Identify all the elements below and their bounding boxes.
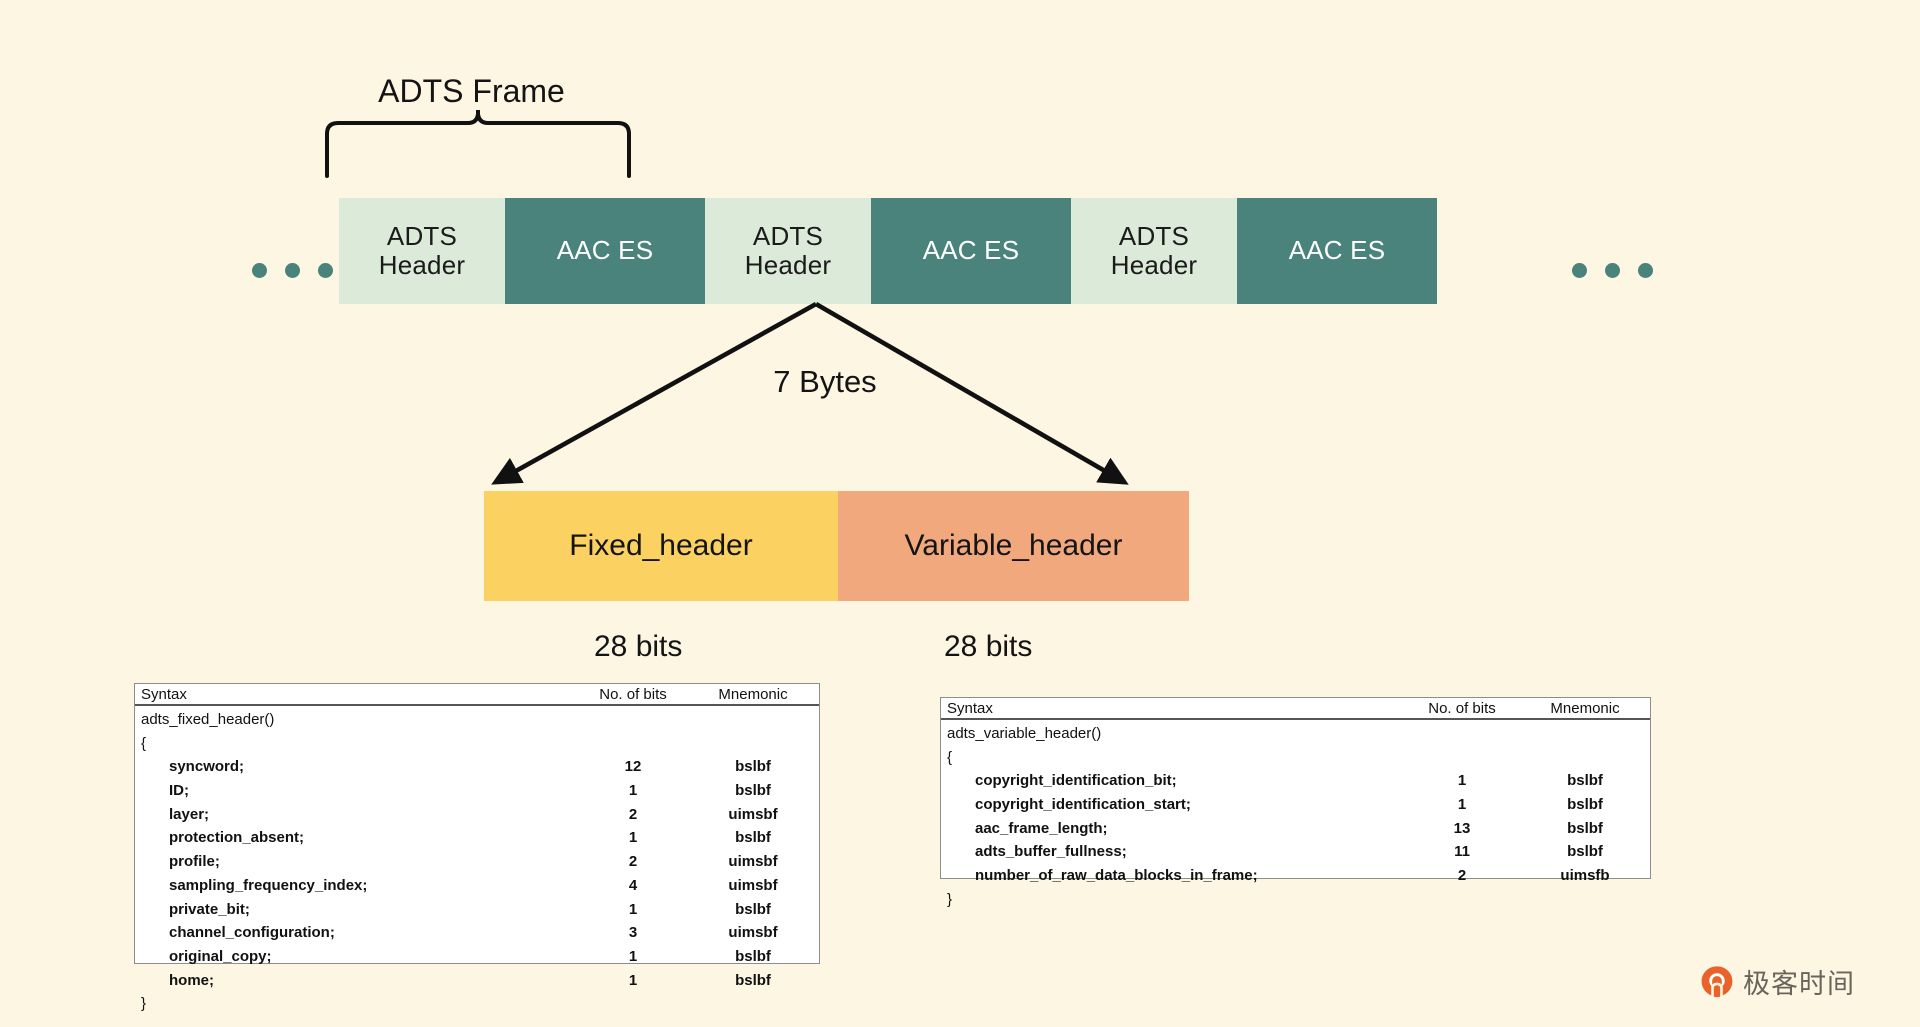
table-row: original_copy; 1 bslbf [169, 947, 771, 965]
table-row: syncword; 12 bslbf [169, 758, 771, 776]
table-row: private_bit; 1 bslbf [169, 900, 771, 918]
table-row: { [947, 746, 1644, 770]
ellipsis-dot [285, 263, 300, 278]
column-header-mnemonic: Mnemonic [718, 685, 788, 703]
table-row: adts_fixed_header() [141, 708, 813, 732]
table-row: } [141, 992, 813, 1016]
table-row: { [141, 732, 813, 756]
column-header-syntax: Syntax [947, 699, 993, 717]
geektime-logo-icon [1701, 965, 1733, 997]
close-brace: } [947, 890, 953, 908]
frame-brace-icon [325, 110, 631, 178]
table-row: sampling_frequency_index; 4 uimsbf [169, 876, 778, 894]
table-function-name: adts_variable_header() [947, 725, 1102, 742]
adts-fixed-header-syntax-table: Syntax No. of bits Mnemonic adts_fixed_h… [134, 683, 820, 1012]
column-header-syntax: Syntax [141, 685, 187, 703]
fixed-header-label: Fixed_header [569, 529, 753, 562]
table-row: home; 1 bslbf [169, 971, 771, 989]
stream-leading-ellipsis [252, 263, 333, 278]
adts-frame-label: ADTS Frame [378, 73, 565, 109]
ellipsis-dot [1605, 263, 1620, 278]
table-row: adts_buffer_fullness; 11 bslbf [975, 843, 1603, 861]
fixed-header-block: Fixed_header [484, 491, 838, 601]
table-row: } [947, 888, 1644, 912]
table-row: protection_absent; 1 bslbf [169, 829, 771, 847]
table-row: copyright_identification_bit; 1 bslbf [975, 772, 1603, 790]
column-header-bits: No. of bits [599, 685, 667, 703]
aac-es-block-3: AAC ES [1237, 198, 1437, 304]
geektime-logo-text: 极客时间 [1743, 969, 1855, 1000]
aac-es-block-2: AAC ES [871, 198, 1071, 304]
variable-header-bits-label: 28 bits [944, 630, 1033, 663]
open-brace: { [947, 748, 953, 766]
adts-variable-header-syntax-table: Syntax No. of bits Mnemonic adts_variabl… [940, 697, 1651, 908]
close-brace: } [141, 995, 147, 1013]
table-header-row: Syntax No. of bits Mnemonic [135, 684, 819, 706]
ellipsis-dot [318, 263, 333, 278]
table-row: adts_variable_header() [947, 722, 1644, 746]
geektime-logo: 极客时间 [1700, 962, 1855, 1001]
table-row: aac_frame_length; 13 bslbf [975, 819, 1603, 837]
adts-header-breakdown-bar: Fixed_header Variable_header [484, 491, 1189, 601]
table-row: layer; 2 uimsbf [169, 805, 778, 823]
column-header-bits: No. of bits [1428, 699, 1496, 717]
table-row: copyright_identification_start; 1 bslbf [975, 796, 1603, 814]
seven-bytes-label: 7 Bytes [773, 364, 877, 399]
table-row: ID; 1 bslbf [169, 782, 771, 800]
table-body: adts_fixed_header() { syncword; 12 bslbf… [135, 706, 819, 1016]
stream-trailing-ellipsis [1572, 263, 1653, 278]
open-brace: { [141, 734, 147, 752]
table-header-row: Syntax No. of bits Mnemonic [941, 698, 1650, 720]
table-row: number_of_raw_data_blocks_in_frame; 2 ui… [975, 867, 1610, 885]
table-function-name: adts_fixed_header() [141, 711, 275, 728]
header-expansion-arrows-icon [491, 301, 1129, 485]
ellipsis-dot [1638, 263, 1653, 278]
table-body: adts_variable_header() { copyright_ident… [941, 720, 1650, 912]
variable-header-block: Variable_header [838, 491, 1189, 601]
fixed-header-bits-label: 28 bits [594, 630, 683, 663]
ellipsis-dot [1572, 263, 1587, 278]
aac-es-block-2-label: AAC ES [922, 235, 1020, 266]
table-row: channel_configuration; 3 uimsbf [169, 924, 778, 942]
variable-header-label: Variable_header [904, 529, 1123, 562]
aac-es-block-1: AAC ES [505, 198, 705, 304]
column-header-mnemonic: Mnemonic [1550, 699, 1620, 717]
aac-es-block-3-label: AAC ES [1288, 235, 1386, 266]
table-row: profile; 2 uimsbf [169, 853, 778, 871]
ellipsis-dot [252, 263, 267, 278]
aac-es-block-1-label: AAC ES [556, 235, 654, 266]
